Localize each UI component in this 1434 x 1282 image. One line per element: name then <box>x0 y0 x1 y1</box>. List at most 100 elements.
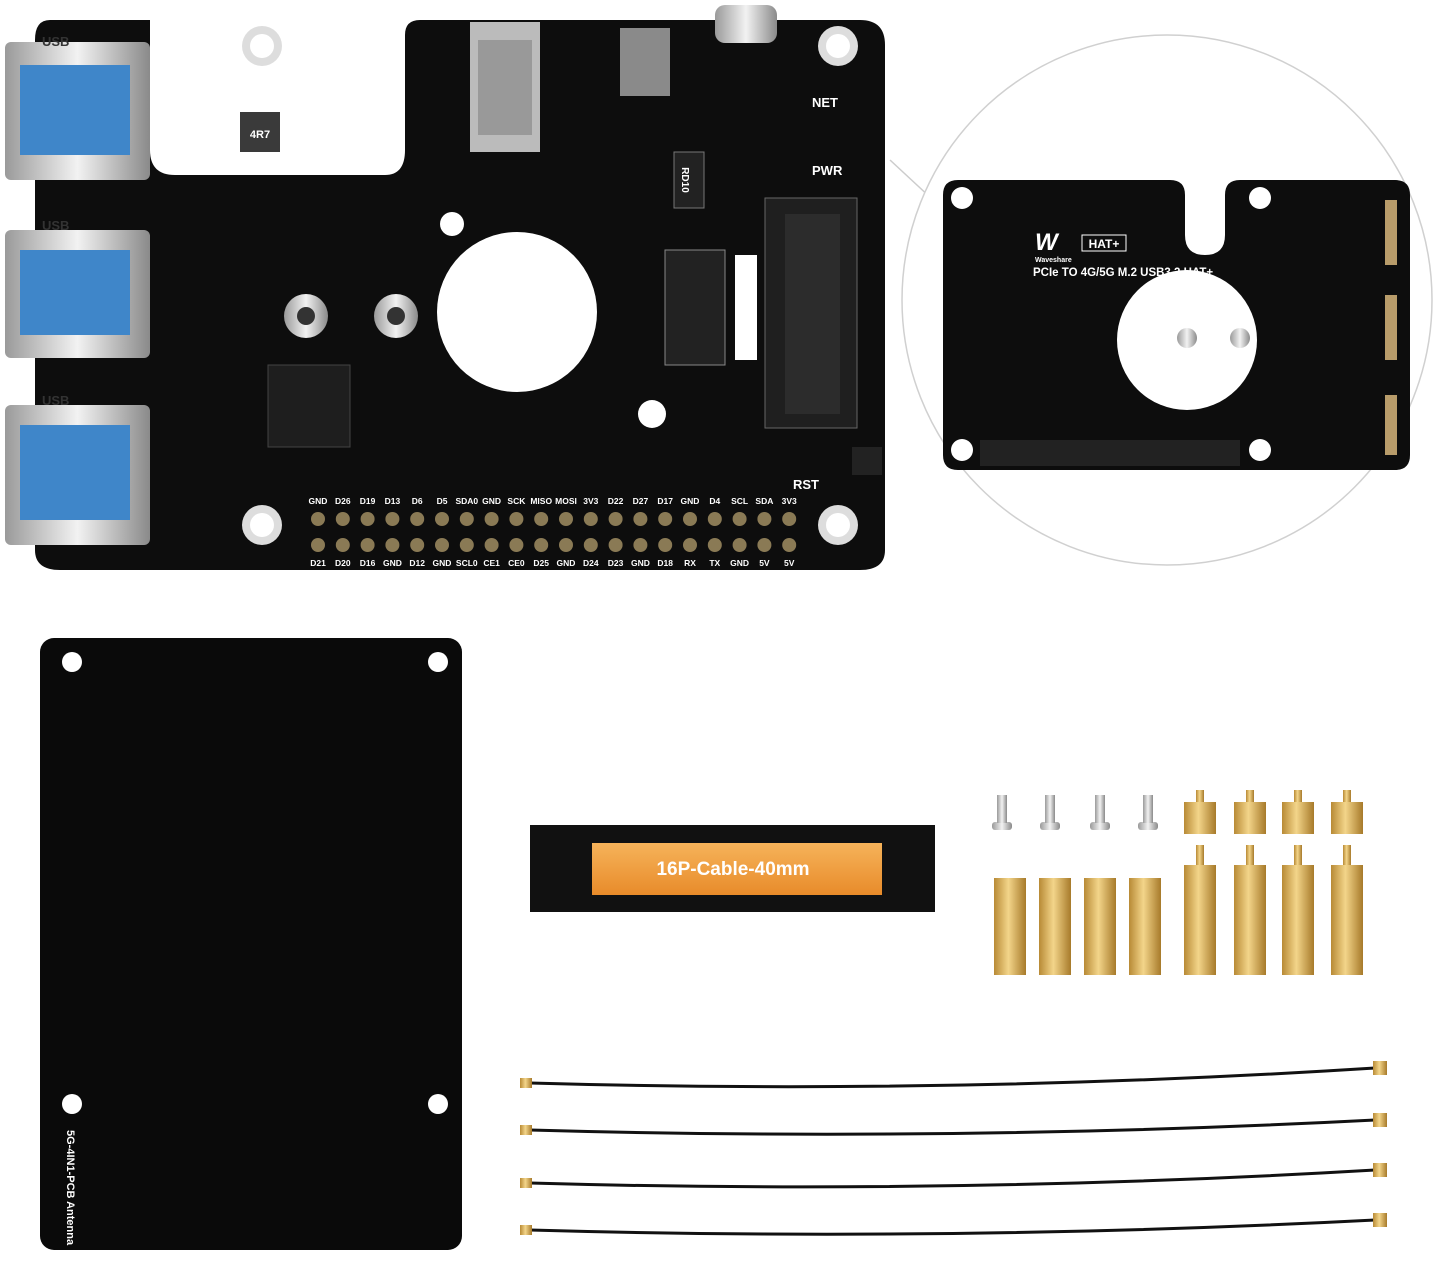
pin-label: D18 <box>657 558 673 568</box>
pin-label: D6 <box>412 496 423 506</box>
pin-label: RX <box>684 558 696 568</box>
pin-label: GND <box>557 558 576 568</box>
svg-text:PWR: PWR <box>812 163 843 178</box>
gpio-pin <box>782 538 797 552</box>
svg-text:Waveshare: Waveshare <box>1035 257 1072 264</box>
gpio-pin <box>385 538 400 552</box>
short-standoff <box>1282 802 1314 834</box>
female-standoff <box>1129 878 1161 975</box>
component-shield <box>620 28 670 96</box>
antenna-cable <box>529 1066 1376 1089</box>
gpio-pin <box>385 512 400 526</box>
gpio-pin <box>559 512 573 526</box>
gpio-pin <box>435 538 449 552</box>
svg-text:NET: NET <box>812 95 838 110</box>
pin-label: D17 <box>657 496 673 506</box>
gpio-pin <box>559 538 573 552</box>
gpio-pin <box>311 512 325 526</box>
svg-text:5G-4IN1-PCB Antenna: 5G-4IN1-PCB Antenna <box>64 1130 76 1246</box>
svg-text:RST: RST <box>793 477 819 492</box>
female-standoff <box>1039 878 1071 975</box>
gpio-pin <box>435 512 449 526</box>
pin-label: CE1 <box>483 558 500 568</box>
female-standoff <box>994 878 1026 975</box>
fpc-connector <box>664 249 726 366</box>
gpio-pin <box>608 512 623 526</box>
screws-and-standoffs <box>992 790 1363 975</box>
pin-label: 3V3 <box>583 496 598 506</box>
board-back-inset: W HAT+ Waveshare PCIe TO 4G/5G M.2 USB3.… <box>889 34 1433 566</box>
gpio-pin <box>583 512 598 526</box>
waveshare-logo: W <box>1035 229 1060 256</box>
svg-text:HAT+: HAT+ <box>1089 237 1120 251</box>
long-standoff <box>1184 865 1216 975</box>
gpio-pin <box>360 538 375 552</box>
short-standoff <box>1234 802 1266 834</box>
gpio-pin <box>583 538 598 552</box>
pin-label: SCK <box>507 496 526 506</box>
gpio-pin <box>757 512 772 526</box>
gpio-pin <box>509 512 524 526</box>
standoff-thread <box>1246 790 1254 804</box>
pin-label: GND <box>482 496 501 506</box>
gpio-pin <box>707 538 722 552</box>
pin-label: SCL0 <box>456 558 478 568</box>
gpio-pin <box>732 512 747 526</box>
pin-label: 5V <box>759 558 770 568</box>
gpio-pin <box>335 512 350 526</box>
ipex-connector <box>520 1225 532 1235</box>
gpio-pin <box>707 512 722 526</box>
pin-label: 3V3 <box>782 496 797 506</box>
pin-label: SDA <box>755 496 773 506</box>
screw-thread <box>1143 795 1153 823</box>
gpio-pin <box>484 538 499 552</box>
gpio-pin <box>459 512 474 526</box>
svg-text:PCIe TO 4G/5G M.2 USB3.2 HAT+: PCIe TO 4G/5G M.2 USB3.2 HAT+ <box>1033 267 1213 279</box>
screw-thread <box>1095 795 1105 823</box>
usb-c-port <box>715 5 777 43</box>
mounting-holes <box>242 26 858 545</box>
ipex-connector <box>1373 1163 1387 1177</box>
pin-label: GND <box>681 496 700 506</box>
svg-text:USB: USB <box>42 34 69 49</box>
pin-label: TX <box>709 558 720 568</box>
gpio-header: GNDD21D26D20D19D16D13GNDD6D12D5GNDSDA0SC… <box>309 496 797 568</box>
standoff-thread <box>1196 790 1204 804</box>
svg-text:4R7: 4R7 <box>250 129 270 141</box>
gpio-pin <box>410 512 425 526</box>
screw-thread <box>997 795 1007 823</box>
gpio-pin <box>658 538 673 552</box>
screw-thread <box>1045 795 1055 823</box>
ipex-connector <box>520 1078 532 1088</box>
reset-button[interactable] <box>852 447 882 475</box>
svg-text:16P-Cable-40mm: 16P-Cable-40mm <box>656 859 809 880</box>
standoff-thread <box>1196 845 1204 865</box>
gpio-pin <box>484 512 499 526</box>
gpio-pin <box>658 512 673 526</box>
gpio-pin <box>782 512 797 526</box>
gpio-pin <box>311 538 325 552</box>
screw <box>1090 822 1110 830</box>
pin-label: D12 <box>409 558 425 568</box>
standoff-thread <box>1343 845 1351 865</box>
ipex-connector <box>1373 1061 1387 1075</box>
pin-label: D23 <box>608 558 624 568</box>
pin-label: D5 <box>437 496 448 506</box>
inductor <box>240 112 280 152</box>
ipex-connector <box>520 1178 532 1188</box>
ipex-connector <box>1373 1213 1387 1227</box>
screw <box>1138 822 1158 830</box>
pin-label: MOSI <box>555 496 577 506</box>
pin-label: SCL <box>731 496 748 506</box>
short-standoff <box>1184 802 1216 834</box>
flex-cable: 16P-Cable-40mm <box>530 825 935 912</box>
long-standoff <box>1331 865 1363 975</box>
antenna-cable <box>529 1168 1376 1189</box>
usb-hub-chip <box>267 364 351 448</box>
gpio-pin <box>608 538 623 552</box>
svg-text:USB: USB <box>42 393 69 408</box>
female-standoff <box>1084 878 1116 975</box>
pin-label: D27 <box>633 496 649 506</box>
gpio-pin <box>410 538 425 552</box>
